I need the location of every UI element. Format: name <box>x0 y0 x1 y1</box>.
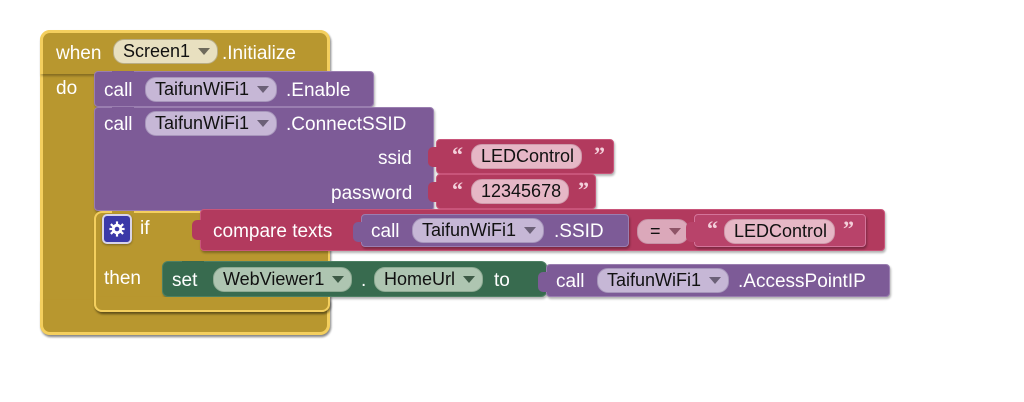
call-ssid-property-label: .SSID <box>554 221 604 242</box>
arg-label-ssid: ssid <box>378 148 412 169</box>
stack-notch-setter <box>182 261 204 268</box>
compare-texts-label: compare texts <box>213 221 333 242</box>
call-ssid-keyword: call <box>371 221 400 242</box>
password-text-value: 12345678 <box>481 180 562 201</box>
ssid-text-field[interactable]: LEDControl <box>471 144 583 169</box>
call-ssid-component-dropdown[interactable]: TaifunWiFi1 <box>412 218 545 243</box>
value-plug-call-ssid <box>353 222 362 242</box>
event-component-label: Screen1 <box>123 40 191 61</box>
setter-component-label: WebViewer1 <box>223 268 325 289</box>
compare-operator-label: = <box>650 220 661 241</box>
chevron-down-icon <box>463 275 476 283</box>
open-quote-password: “ <box>452 177 463 202</box>
compare-operator-dropdown[interactable]: = <box>637 219 689 244</box>
value-plug-compare <box>192 220 201 240</box>
event-name-label: .Initialize <box>222 43 296 64</box>
close-quote-compare: ” <box>843 216 854 241</box>
chevron-down-icon <box>257 119 270 127</box>
value-plug-compare-right <box>686 222 695 242</box>
stack-notch-enable <box>112 71 134 78</box>
chevron-down-icon <box>668 227 681 235</box>
setter-separator: . <box>361 270 367 291</box>
open-quote-compare: “ <box>707 216 718 241</box>
close-quote-ssid: ” <box>594 142 605 167</box>
compare-right-text-field[interactable]: LEDControl <box>724 219 836 244</box>
gear-icon <box>109 221 125 237</box>
call-accesspointip-component-label: TaifunWiFi1 <box>607 269 702 290</box>
chevron-down-icon <box>709 276 722 284</box>
ssid-text-value: LEDControl <box>481 145 575 166</box>
call-enable-keyword: call <box>104 80 133 101</box>
if-label: if <box>140 218 150 239</box>
mutator-button[interactable] <box>102 214 132 244</box>
call-enable-component-dropdown[interactable]: TaifunWiFi1 <box>145 77 278 102</box>
open-quote-ssid: “ <box>452 142 463 167</box>
then-label: then <box>104 268 141 289</box>
compare-right-text-value: LEDControl <box>734 220 828 241</box>
if-block-foot <box>94 297 330 312</box>
call-accesspointip-keyword: call <box>556 271 585 292</box>
stack-notch-connect <box>112 107 134 114</box>
chevron-down-icon <box>198 47 211 55</box>
call-connect-keyword: call <box>104 114 133 135</box>
call-connect-component-label: TaifunWiFi1 <box>155 112 250 133</box>
value-plug-password <box>428 182 437 202</box>
event-do-label: do <box>56 78 78 99</box>
chevron-down-icon <box>257 85 270 93</box>
setter-component-dropdown[interactable]: WebViewer1 <box>213 267 353 292</box>
call-accesspointip-component-dropdown[interactable]: TaifunWiFi1 <box>597 268 730 293</box>
call-ssid-component-label: TaifunWiFi1 <box>422 219 517 240</box>
setter-keyword: set <box>172 270 198 291</box>
call-accesspointip-property-label: .AccessPointIP <box>738 271 866 292</box>
setter-property-dropdown[interactable]: HomeUrl <box>374 267 484 292</box>
call-enable-method-label: .Enable <box>286 80 351 101</box>
password-text-field[interactable]: 12345678 <box>471 179 570 204</box>
event-keyword-when: when <box>56 43 102 64</box>
setter-property-label: HomeUrl <box>384 268 456 289</box>
chevron-down-icon <box>524 226 537 234</box>
call-enable-component-label: TaifunWiFi1 <box>155 78 250 99</box>
call-connect-method-label: .ConnectSSID <box>286 114 407 135</box>
value-plug-ssid <box>428 147 437 167</box>
setter-to-label: to <box>494 270 510 291</box>
value-plug-accesspointip <box>538 272 547 292</box>
close-quote-password: ” <box>578 177 589 202</box>
arg-label-password: password <box>331 183 413 204</box>
event-component-dropdown[interactable]: Screen1 <box>113 39 219 64</box>
call-connect-component-dropdown[interactable]: TaifunWiFi1 <box>145 111 278 136</box>
chevron-down-icon <box>332 275 345 283</box>
